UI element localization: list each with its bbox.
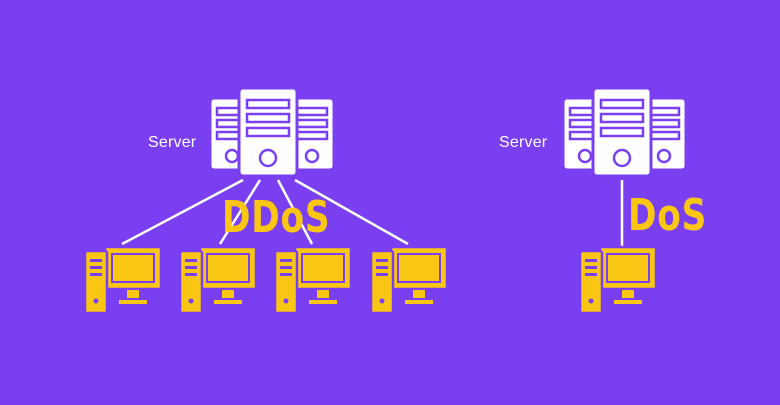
- connection-line: [218, 179, 262, 245]
- dos-label: DoS: [628, 190, 708, 241]
- server-rack-icon: [208, 86, 336, 178]
- server-label-ddos: Server: [148, 134, 197, 151]
- connection-line: [276, 179, 314, 245]
- ddos-label: DDoS: [222, 192, 331, 243]
- computer-icon: [273, 245, 353, 315]
- computer-icon: [578, 245, 658, 315]
- computer-icon: [83, 245, 163, 315]
- connection-line: [121, 178, 244, 246]
- computer-icon: [178, 245, 258, 315]
- computer-icon: [369, 245, 449, 315]
- server-label-dos: Server: [499, 134, 548, 151]
- connection-line: [294, 178, 409, 246]
- server-rack-icon: [561, 86, 688, 178]
